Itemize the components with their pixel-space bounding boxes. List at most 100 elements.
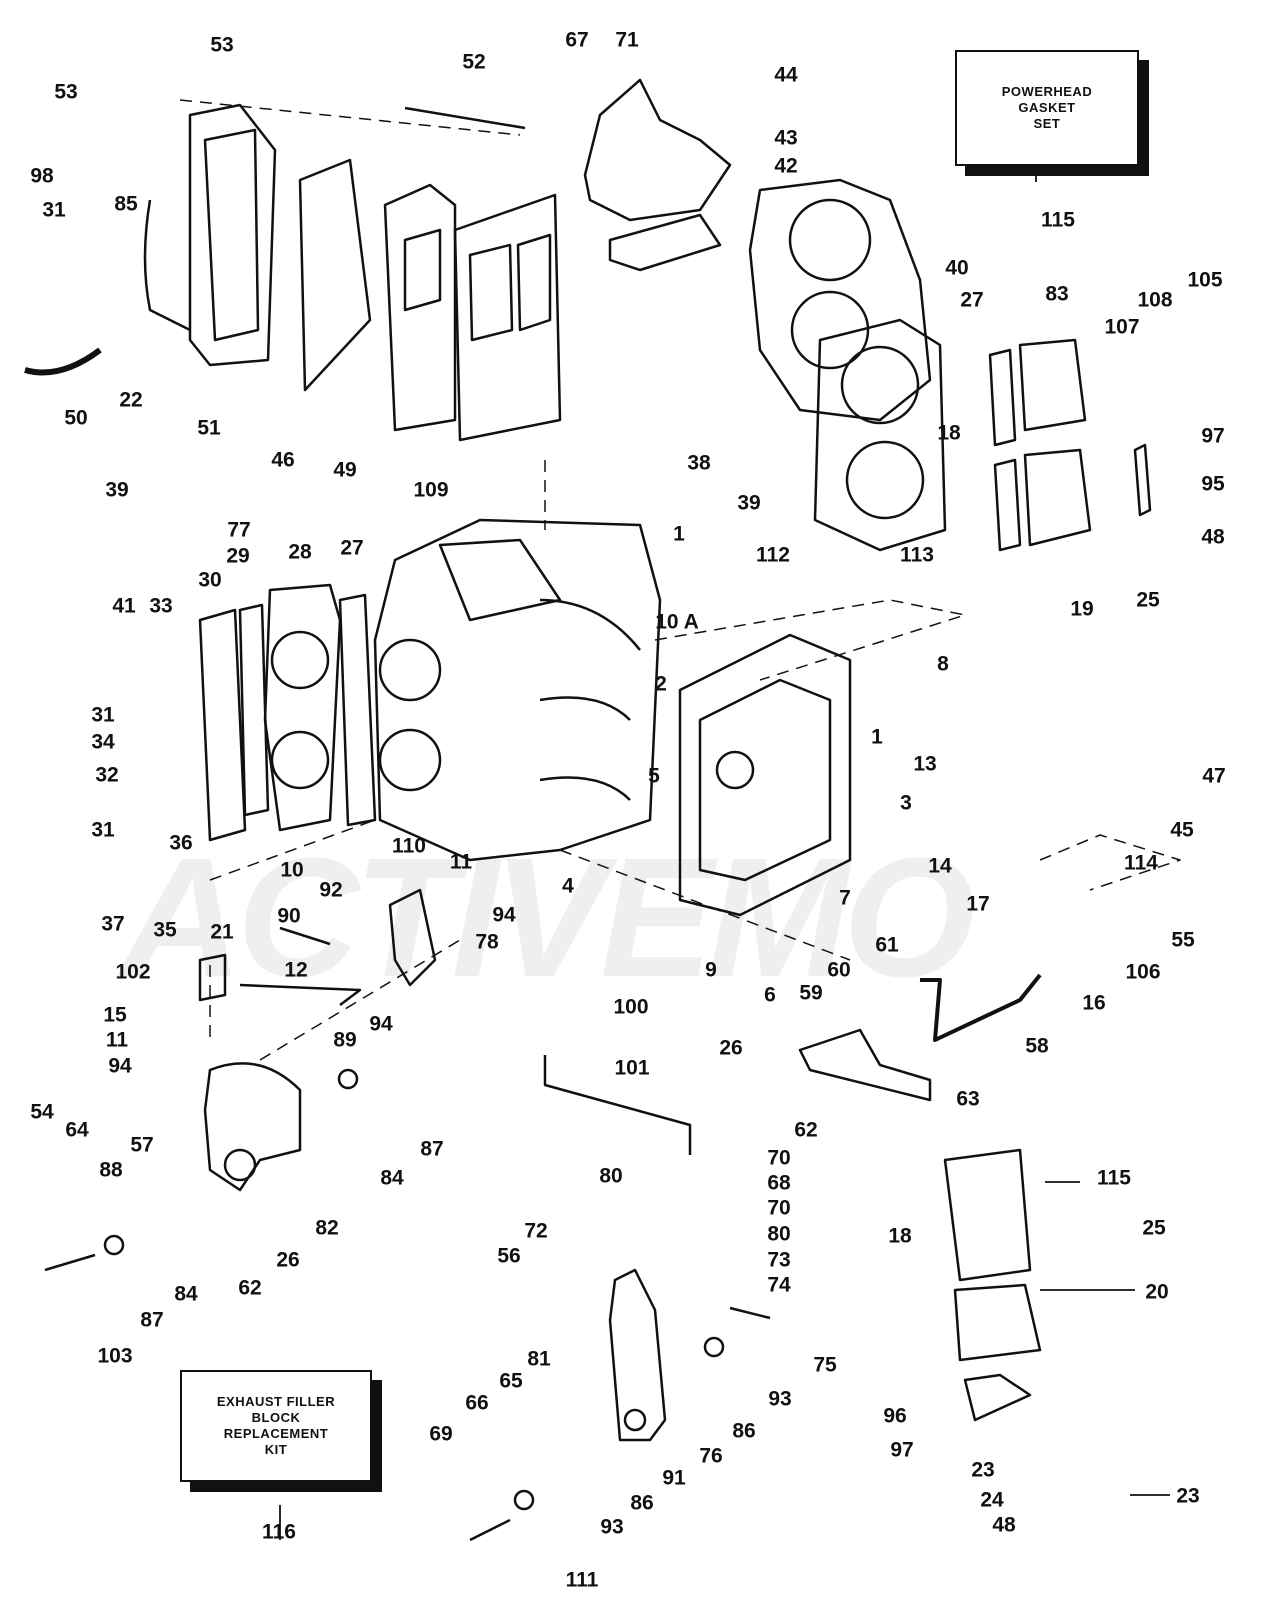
callout: 78	[475, 930, 499, 954]
crankcase-half-1	[678, 633, 852, 917]
kit-line: KIT	[264, 1442, 288, 1457]
kit-line: GASKET	[1018, 100, 1076, 115]
callout: 70	[767, 1146, 791, 1170]
shift-lever-58	[920, 973, 1042, 1042]
callout: 22	[119, 388, 143, 412]
callout: 84	[174, 1282, 198, 1306]
callout: 114	[1124, 851, 1158, 875]
reed-valve-19	[993, 443, 1152, 552]
callout: 47	[1202, 764, 1226, 788]
callout: 53	[54, 80, 78, 104]
callout: 27	[960, 288, 984, 312]
watermark-text: ACTIVEMO	[120, 823, 975, 1013]
callout: 26	[719, 1036, 743, 1060]
callout: 86	[732, 1419, 756, 1443]
callout: 87	[420, 1137, 444, 1161]
callout: 113	[900, 543, 934, 567]
callout: 6	[764, 983, 776, 1007]
callout: 34	[91, 730, 115, 754]
callout: 10 A	[655, 610, 699, 634]
assembly-guide-lines	[179, 99, 1181, 1061]
callout: 85	[114, 192, 138, 216]
kit-line: SET	[1033, 116, 1061, 131]
callout: 88	[99, 1158, 123, 1182]
callout: 24	[980, 1488, 1004, 1512]
callout: 35	[153, 918, 177, 942]
kit-line: BLOCK	[251, 1410, 301, 1425]
callout: 75	[813, 1353, 837, 1377]
callout: 61	[875, 933, 899, 957]
plate-49	[383, 183, 457, 432]
kit-line: POWERHEAD	[1001, 84, 1093, 99]
throttle-arm-76	[608, 1268, 667, 1442]
callout: 46	[271, 448, 295, 472]
gasket-109	[453, 193, 562, 442]
callout: 91	[662, 1466, 686, 1490]
callout: 43	[774, 126, 798, 150]
callout: 31	[91, 818, 115, 842]
callout: 52	[462, 50, 486, 74]
callout: 44	[774, 63, 798, 87]
callout: 45	[1170, 818, 1194, 842]
kit-line: REPLACEMENT	[223, 1426, 329, 1441]
callout: 89	[333, 1028, 357, 1052]
callout: 92	[319, 878, 343, 902]
callout: 23	[1176, 1484, 1200, 1508]
callout: 15	[103, 1003, 127, 1027]
callout: 62	[794, 1118, 818, 1142]
callout: 21	[210, 920, 234, 944]
callout: 26	[276, 1248, 300, 1272]
callout: 68	[767, 1171, 791, 1195]
callout: 109	[413, 478, 449, 502]
callout: 94	[369, 1012, 393, 1036]
callout: 116	[262, 1520, 296, 1544]
callout: 55	[1171, 928, 1195, 952]
callout: 103	[97, 1344, 133, 1368]
callout: 83	[1045, 282, 1069, 306]
callout: 95	[1201, 472, 1225, 496]
rod-89	[239, 983, 362, 1006]
callout: 102	[115, 960, 151, 984]
callout: 31	[42, 198, 66, 222]
callout: 8	[937, 652, 949, 676]
cylinder-head-28	[263, 583, 342, 832]
callout: 31	[91, 703, 115, 727]
callout: 39	[737, 491, 761, 515]
callout: 74	[767, 1273, 791, 1297]
callout: 17	[966, 892, 990, 916]
callout: 108	[1137, 288, 1173, 312]
head-gasket-27	[813, 318, 947, 552]
callout: 3	[900, 791, 912, 815]
callout: 90	[277, 904, 301, 928]
callout: 72	[524, 1219, 548, 1243]
callout: 4	[562, 874, 574, 898]
callout: 84	[380, 1166, 404, 1190]
callout: 5	[648, 764, 660, 788]
bracket-78	[388, 888, 437, 987]
callout: 66	[465, 1391, 489, 1415]
callout: 10	[280, 858, 304, 882]
callout: 19	[1070, 597, 1094, 621]
callout: 87	[140, 1308, 164, 1332]
callout: 94	[108, 1054, 132, 1078]
thermostat-cover-43	[583, 78, 732, 272]
callout: 14	[928, 854, 952, 878]
link-15	[198, 953, 227, 1002]
callout: 29	[226, 544, 250, 568]
callout: 100	[613, 995, 649, 1019]
callout: 105	[1187, 268, 1223, 292]
callout: 39	[105, 478, 129, 502]
gasket-46	[298, 158, 372, 392]
callout: 38	[687, 451, 711, 475]
callout: 112	[756, 543, 790, 567]
callout: 28	[288, 540, 312, 564]
callout: 1	[871, 725, 883, 749]
callout: 20	[1145, 1280, 1169, 1304]
powerhead-gasket-set-box: POWERHEAD GASKET SET	[955, 50, 1139, 166]
callout: 41	[112, 594, 136, 618]
exhaust-filler-block-kit-box: EXHAUST FILLER BLOCK REPLACEMENT KIT	[180, 1370, 372, 1482]
throttle-cam-82	[203, 1062, 302, 1192]
callout: 80	[767, 1222, 791, 1246]
callout: 30	[198, 568, 222, 592]
